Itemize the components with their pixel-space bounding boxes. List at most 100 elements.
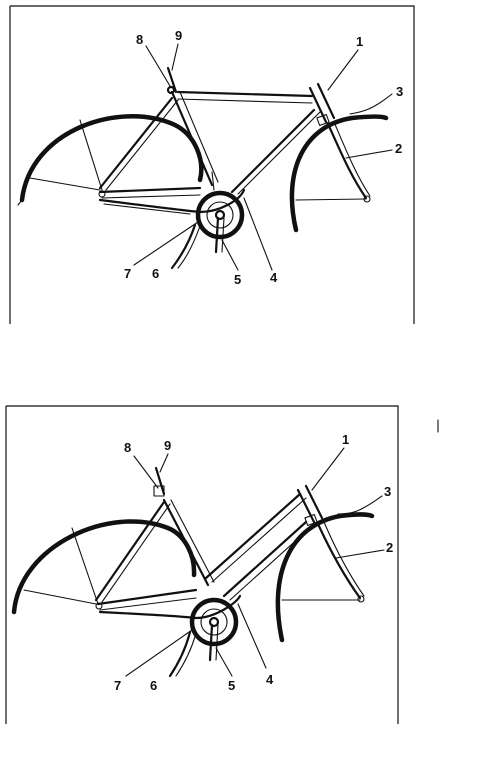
callout-label-4-b: 4 — [266, 672, 274, 687]
headset-b — [304, 513, 318, 527]
leader-5 — [221, 239, 239, 271]
rear-axle-b — [95, 602, 103, 610]
callout-label-9: 9 — [175, 28, 182, 43]
rear-fender-stay — [29, 177, 101, 191]
callout-label-5: 5 — [234, 272, 241, 287]
rear-fender — [19, 114, 204, 203]
leader-5-b — [215, 647, 233, 677]
callout-label-2-b: 2 — [386, 540, 393, 555]
chain-stay-edge-b — [99, 597, 197, 611]
fork-blade-edge-b — [323, 521, 365, 597]
chainring-inner-b — [200, 608, 228, 636]
kickstand — [170, 223, 197, 270]
seat-stay-edge — [105, 99, 179, 191]
crank-arm — [214, 216, 220, 254]
crank-arm-edge-b — [215, 624, 219, 661]
chainring-inner — [206, 201, 234, 229]
callout-label-1-b: 1 — [342, 432, 349, 447]
chain-stay-b — [96, 588, 198, 606]
leader-4 — [243, 197, 273, 271]
seat-tube-b — [162, 498, 210, 587]
rear-fender-stay-b2 — [71, 527, 99, 605]
rear-fender-stay-2 — [79, 119, 103, 191]
rear-axle — [98, 190, 106, 198]
seat-stay-edge-b — [101, 503, 171, 603]
leader-9 — [171, 43, 179, 71]
bicycle-diagram-bottom: 8 9 1 3 2 7 6 5 4 — [5, 405, 399, 724]
upper-down-tube-edge-b — [211, 497, 307, 583]
leader-9-b — [159, 453, 169, 473]
head-tube — [308, 86, 328, 124]
diagram-border-bottom — [6, 405, 399, 724]
crank-arm-b — [208, 623, 214, 662]
chain-stay-edge — [101, 194, 201, 199]
diagram-border-top — [10, 5, 415, 324]
chain-stay — [98, 186, 202, 194]
head-tube-b — [296, 488, 316, 524]
headset — [316, 113, 330, 127]
down-tube — [230, 108, 316, 194]
head-tube-edge — [316, 82, 336, 120]
upper-down-tube-b — [204, 492, 302, 580]
callout-label-9-b: 9 — [164, 438, 171, 453]
callout-label-3-b: 3 — [384, 484, 391, 499]
leader-7 — [133, 221, 199, 266]
leader-1 — [327, 49, 359, 91]
seat-tube-lower — [211, 171, 215, 191]
bottom-bracket-b — [208, 616, 220, 628]
leader-3 — [349, 93, 393, 115]
leader-8 — [145, 45, 171, 87]
leader-4-b — [237, 603, 267, 669]
top-tube-edge — [177, 98, 313, 104]
seat-tube-edge-b — [170, 499, 215, 583]
front-fender-stay — [295, 198, 367, 201]
leader-3-b — [337, 495, 383, 515]
top-tube — [176, 90, 314, 98]
kickstand-edge-b — [175, 632, 197, 677]
crank-arm-edge — [221, 217, 225, 253]
chainring-b — [189, 597, 239, 647]
bicycle-diagram-top: 8 9 1 3 2 7 6 5 4 — [9, 5, 415, 324]
fork-blade-edge — [333, 121, 371, 197]
chainring — [195, 190, 245, 240]
callout-label-8-b: 8 — [124, 440, 131, 455]
seat-stay — [98, 96, 174, 190]
front-fender — [289, 114, 389, 233]
callout-label-7: 7 — [124, 266, 131, 281]
chain-guard-edge — [103, 203, 191, 215]
bottom-bracket — [214, 209, 226, 221]
callout-label-1: 1 — [356, 34, 363, 49]
rear-fender-stay-b — [23, 589, 97, 605]
front-fender-b — [275, 512, 375, 643]
kickstand-edge — [177, 225, 201, 269]
head-tube-edge-b — [304, 484, 324, 520]
fork-blade-b — [316, 522, 362, 600]
seat-stay-b — [94, 500, 166, 602]
callout-label-6-b: 6 — [150, 678, 157, 693]
callout-label-3: 3 — [396, 84, 403, 99]
callout-label-2: 2 — [395, 141, 402, 156]
front-axle-b — [357, 595, 365, 603]
leader-8-b — [133, 455, 159, 489]
seat-clamp-b — [153, 485, 165, 497]
seat-post — [166, 66, 178, 94]
kickstand-b — [168, 630, 192, 678]
fork-blade — [326, 122, 368, 200]
callout-label-5-b: 5 — [228, 678, 235, 693]
rear-fender-tip — [17, 199, 23, 206]
callout-label-6: 6 — [152, 266, 159, 281]
seat-tube — [170, 90, 214, 187]
leader-2-b — [335, 549, 385, 559]
callout-label-4: 4 — [270, 270, 278, 285]
leader-2 — [345, 149, 393, 159]
leader-1-b — [311, 447, 345, 491]
lower-down-tube-b — [222, 520, 308, 598]
callout-label-7-b: 7 — [114, 678, 121, 693]
seat-clamp — [166, 85, 176, 95]
down-tube-edge — [237, 111, 321, 195]
leader-7-b — [125, 629, 193, 677]
seat-tube-edge — [179, 91, 219, 183]
callout-label-8: 8 — [136, 32, 143, 47]
seat-post-b — [154, 466, 166, 496]
